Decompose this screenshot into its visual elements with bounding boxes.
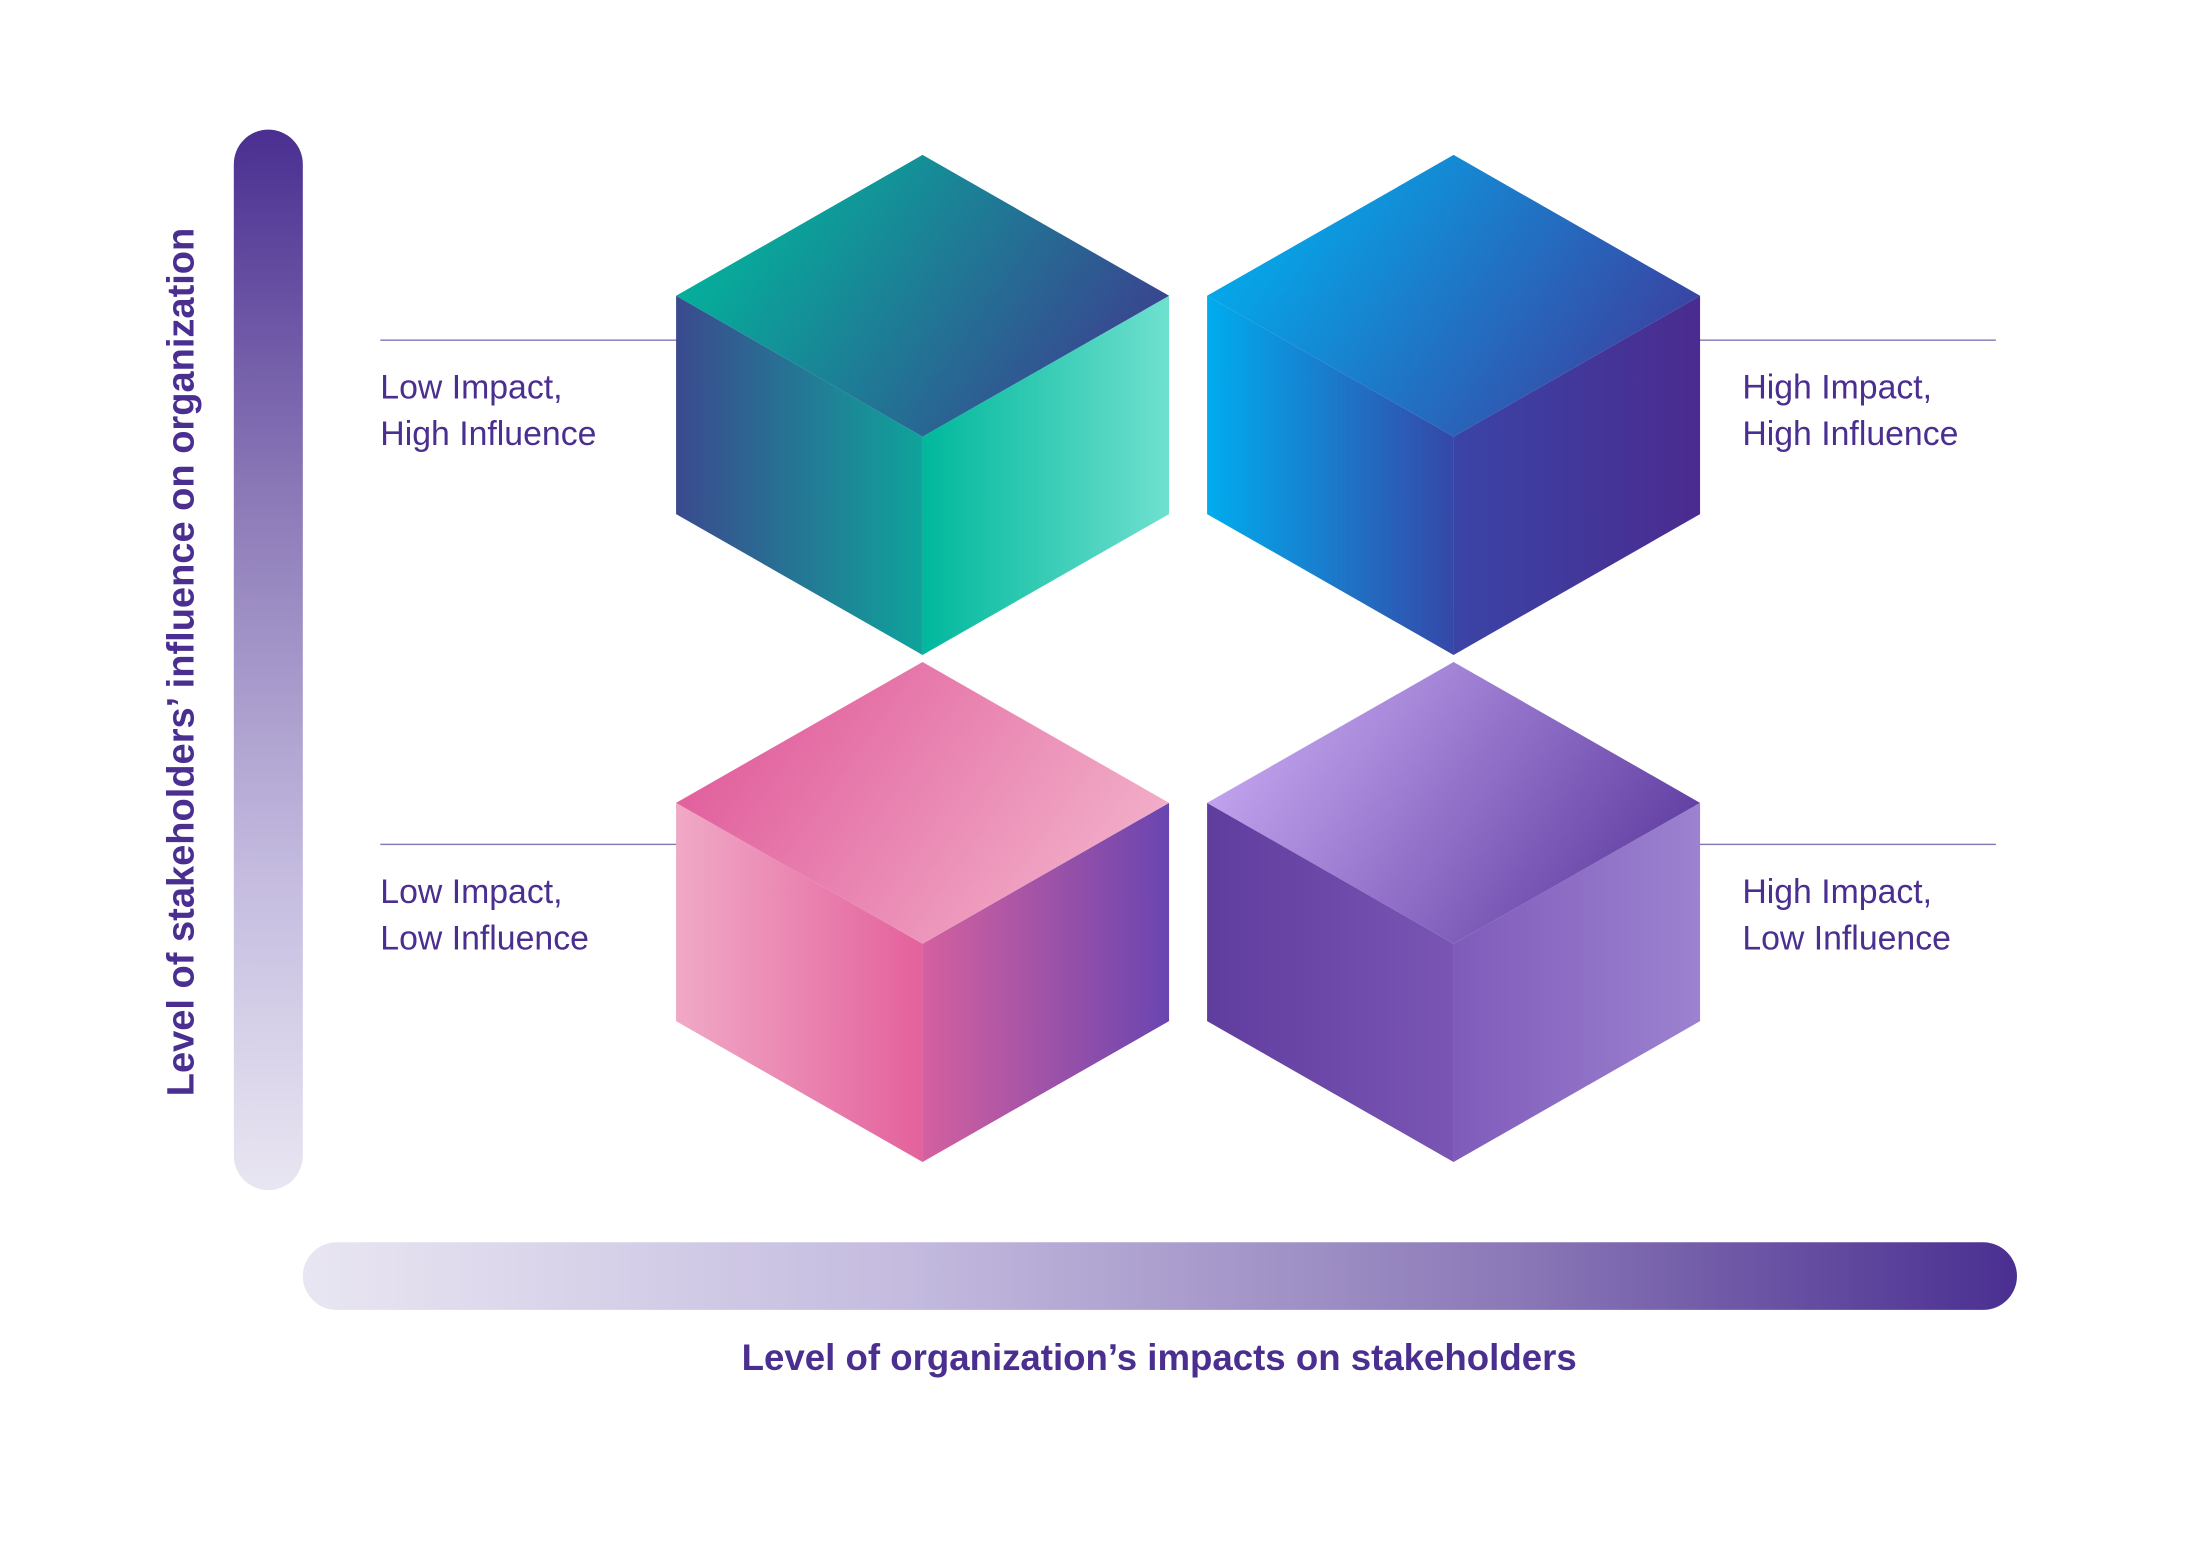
quadrant-label-line1: Low Impact, [380,873,563,912]
cube-right-face-bottom-right [1453,802,1701,1163]
cube-right-face-top-right [1453,295,1701,655]
cube-top-face-bottom-left [676,661,1170,944]
cube-left-face-top-left [676,295,923,655]
quadrant-label-top-right: High Impact, High Influence [1742,365,1958,458]
leader-line-top-right [1698,339,1996,341]
y-axis-gradient-bar [233,129,303,1191]
cube-left-face-top-right [1207,295,1454,655]
cube-left-face-bottom-left [676,802,923,1163]
cube-right-face-top-left [922,295,1170,655]
quadrant-label-line2: Low Influence [1742,919,1951,958]
x-axis-label: Level of organization’s impacts on stake… [741,1335,1577,1379]
cube-top-face-top-left [676,154,1170,437]
quadrant-label-line1: High Impact, [1742,369,1933,408]
quadrant-label-top-left: Low Impact, High Influence [380,365,596,458]
leader-line-bottom-left [380,843,679,846]
quadrant-label-line1: High Impact, [1742,873,1933,912]
cube-top-face-top-right [1207,154,1701,437]
quadrant-label-bottom-right: High Impact, Low Influence [1742,869,1951,962]
cube-top-face-bottom-right [1207,661,1701,944]
cube-left-face-bottom-right [1207,802,1454,1163]
leader-line-top-left [380,339,679,341]
leader-line-bottom-right [1698,843,1996,846]
quadrant-label-line2: High Influence [380,415,597,454]
quadrant-label-bottom-left: Low Impact, Low Influence [380,869,589,962]
x-axis-gradient-bar [302,1242,2017,1310]
quadrant-label-line1: Low Impact, [380,369,563,408]
cube-right-face-bottom-left [922,802,1170,1163]
quadrant-label-line2: High Influence [1742,415,1959,454]
quadrant-label-line2: Low Influence [380,919,589,958]
